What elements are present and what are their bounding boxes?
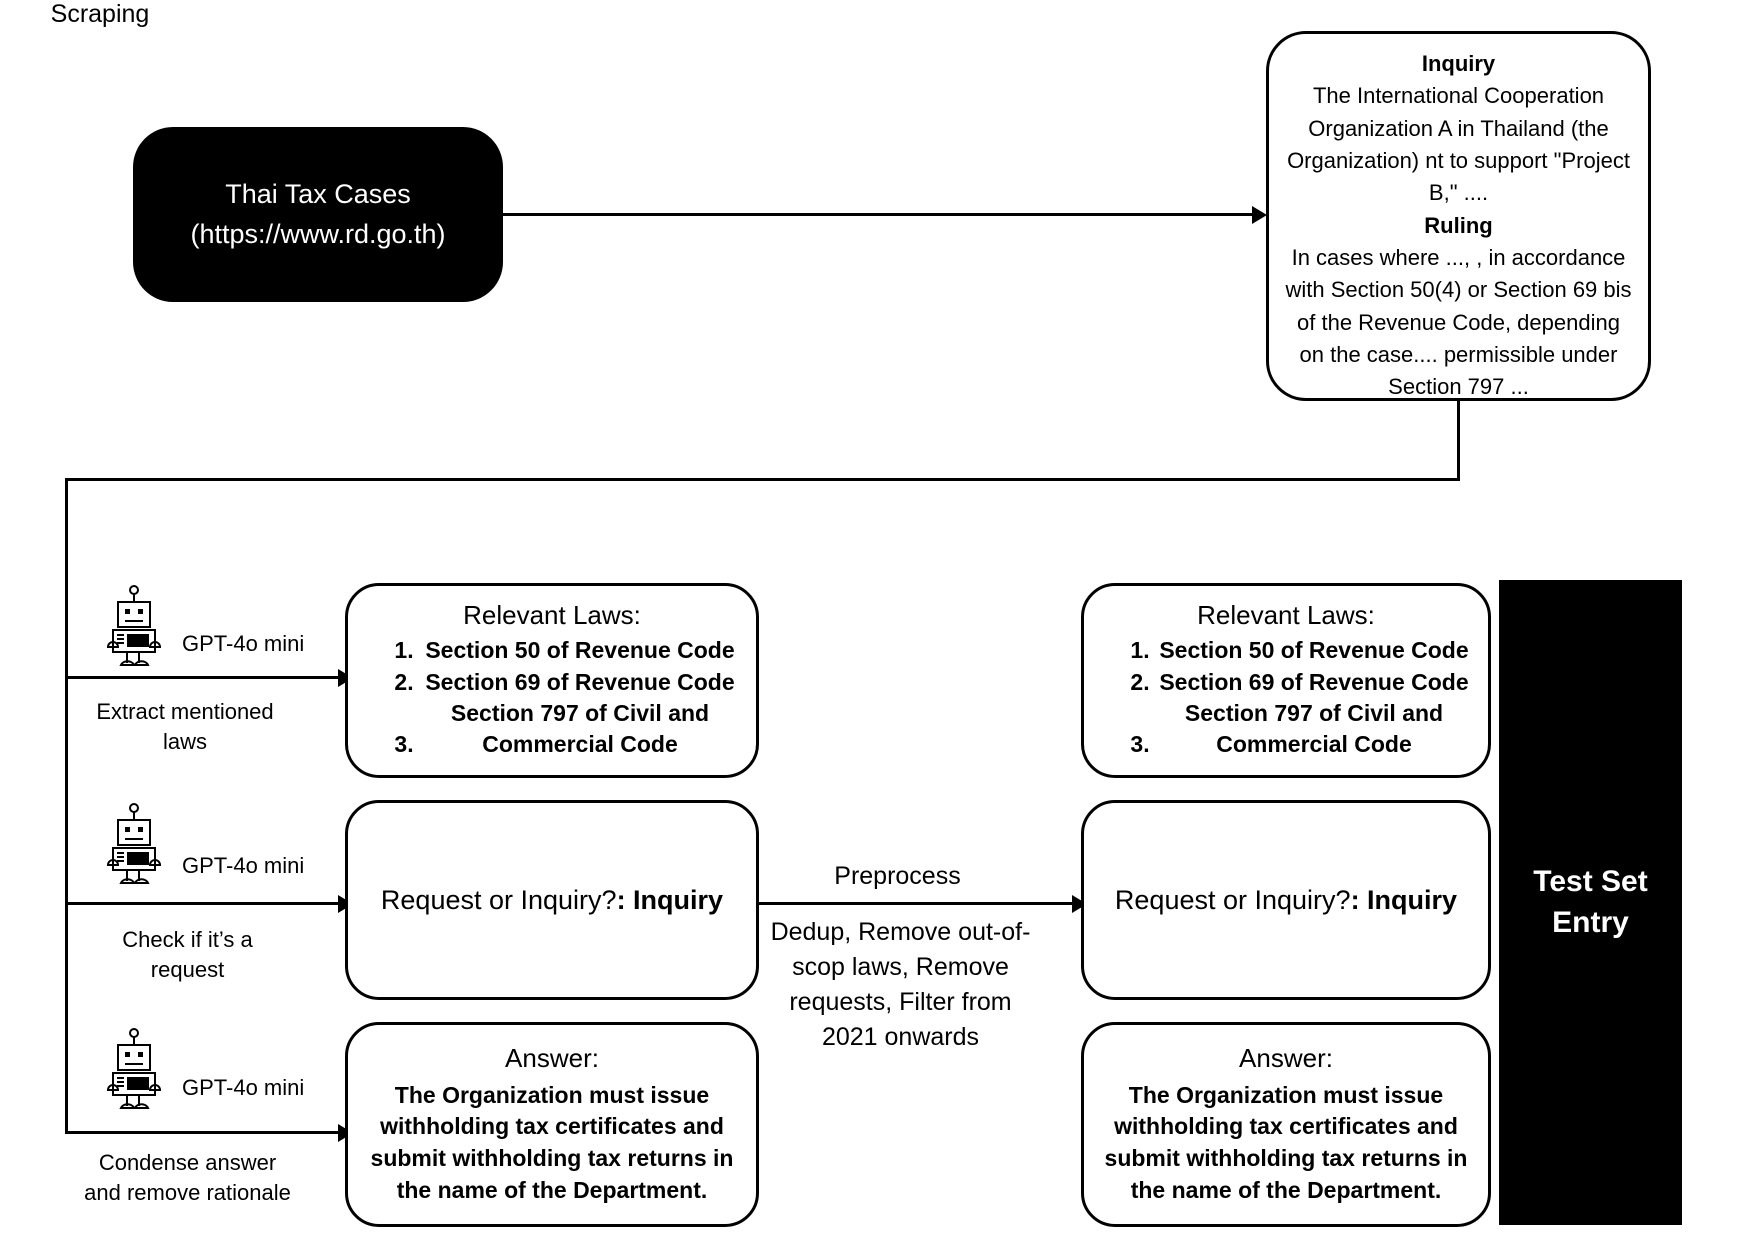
raw-laws-title: Relevant Laws: [463,600,641,631]
raw-laws-card[interactable]: Relevant Laws: Section 50 of Revenue Cod… [345,583,759,778]
source-node[interactable]: Thai Tax Cases (https://www.rd.go.th) [133,127,503,302]
list-item: Section 69 of Revenue Code [1156,667,1472,698]
raw-laws-list: Section 50 of Revenue Code Section 69 of… [364,635,740,760]
ruling-heading: Ruling [1424,212,1493,238]
ruling-body: In cases where ..., , in accordance with… [1285,244,1632,400]
processed-answer-body: The Organization must issue withholding … [1104,1081,1468,1203]
scraping-label: Scraping [50,0,150,28]
preprocess-label: Preprocess [834,862,961,890]
test-set-entry-panel[interactable]: Test Set Entry [1499,580,1682,1225]
step-2-arrow-line [65,902,341,905]
processed-classification-question: Request or Inquiry? [1114,884,1351,915]
processed-laws-title: Relevant Laws: [1197,600,1375,631]
step-2-action-label: Check if it’s a request [122,927,253,982]
step-3-arrow-line [65,1131,341,1134]
step-3-action-label: Condense answer and remove rationale [84,1150,291,1205]
list-item: Section 69 of Revenue Code [420,667,740,698]
raw-classification-value: : Inquiry [616,884,724,915]
inquiry-heading: Inquiry [1421,51,1496,76]
robot-icon [106,585,162,666]
list-item: Section 797 of Civil and Commercial Code [1156,698,1472,761]
step-1-action-label: Extract mentioned laws [96,699,274,754]
raw-classification-text: Request or Inquiry?: Inquiry [381,885,723,916]
list-item: Section 797 of Civil and Commercial Code [420,698,740,761]
raw-classification-card[interactable]: Request or Inquiry?: Inquiry [345,800,759,1000]
robot-icon [106,803,162,884]
processed-classification-text: Request or Inquiry?: Inquiry [1115,885,1457,916]
processed-answer-card[interactable]: Answer: The Organization must issue with… [1081,1022,1491,1227]
processed-laws-list: Section 50 of Revenue Code Section 69 of… [1100,635,1472,760]
routing-line-down [1457,401,1460,481]
processed-laws-card[interactable]: Relevant Laws: Section 50 of Revenue Cod… [1081,583,1491,778]
processed-classification-card[interactable]: Request or Inquiry?: Inquiry [1081,800,1491,1000]
routing-line-spine [65,478,68,1133]
inquiry-body: The International Cooperation Organizati… [1287,83,1630,206]
test-set-entry-label: Test Set Entry [1533,865,1648,939]
step-2-model-label: GPT-4o mini [182,853,305,878]
step-3-model-label: GPT-4o mini [182,1075,305,1100]
raw-answer-body: The Organization must issue withholding … [370,1081,734,1203]
scraping-edge-arrow [1252,206,1267,224]
step-1-arrow-line [65,676,341,679]
raw-classification-question: Request or Inquiry? [380,884,617,915]
list-item: Section 50 of Revenue Code [1156,635,1472,666]
raw-answer-card[interactable]: Answer: The Organization must issue with… [345,1022,759,1227]
list-item: Section 50 of Revenue Code [420,635,740,666]
routing-line-left [65,478,1460,481]
processed-answer-title: Answer: [1239,1042,1333,1073]
case-document-card[interactable]: Inquiry The International Cooperation Or… [1266,31,1651,401]
preprocess-edge-line [759,902,1075,905]
preprocess-detail-label: Dedup, Remove out-of-scop laws, Remove r… [770,918,1031,1051]
scraping-edge-line [503,213,1255,216]
raw-answer-title: Answer: [505,1042,599,1073]
source-title: Thai Tax Cases [225,179,411,210]
source-url: (https://www.rd.go.th) [190,218,446,249]
processed-classification-value: : Inquiry [1350,884,1458,915]
robot-icon [106,1028,162,1109]
step-1-model-label: GPT-4o mini [182,631,305,656]
